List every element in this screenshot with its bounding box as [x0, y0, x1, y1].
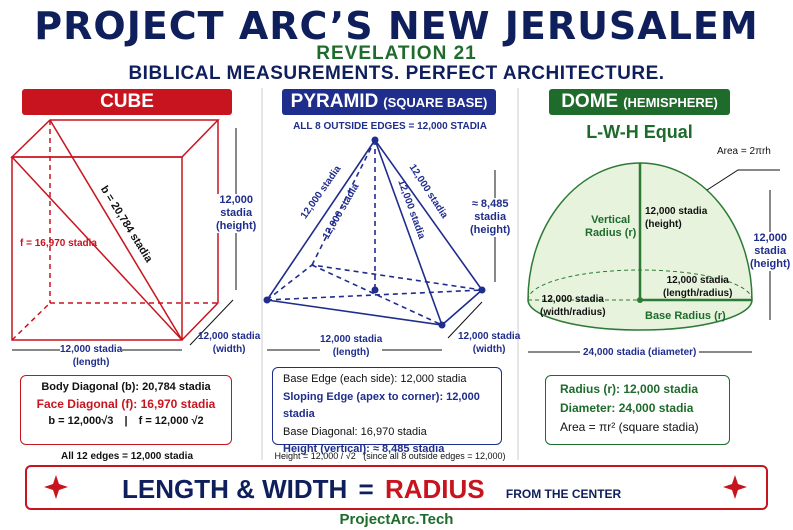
footer-lw: LENGTH & WIDTH	[122, 474, 348, 504]
cube-drawing	[10, 119, 220, 341]
cube-formula-sep: |	[124, 415, 128, 427]
cube-fact-face: Face Diagonal (f): 16,970 stadia	[36, 397, 216, 411]
cube-edges-note: All 12 edges = 12,000 stadia	[60, 451, 194, 462]
footer-stars	[44, 475, 747, 499]
dome-heading: DOME	[561, 91, 619, 112]
dome-fact-diameter: Diameter: 24,000 stadia	[560, 401, 694, 415]
cube-height-label: 12,000 stadia (height)	[216, 194, 257, 233]
dome-fact-radius: Radius (r): 12,000 stadia	[560, 382, 699, 396]
cube-length-label: 12,000 stadia (length)	[60, 343, 123, 369]
footer-radius: RADIUS	[384, 474, 485, 504]
dome-fact-area: Area = πr² (square stadia)	[560, 420, 699, 434]
pyramid-heading-small: (SQUARE BASE)	[383, 94, 488, 110]
dome-drawing	[527, 162, 780, 331]
pyramid-length-label: 12,000 stadia (length)	[320, 333, 383, 359]
cube-fact-body: Body Diagonal (b): 20,784 stadia	[41, 381, 211, 393]
pyramid-heading: PYRAMID	[290, 91, 379, 112]
pyramid-fact-1: Base Edge (each side): 12,000 stadia	[283, 373, 467, 385]
dome-diameter-label: 24,000 stadia (diameter)	[580, 346, 700, 359]
dome-inner-radius-label: 12,000 stadia (length/radius)	[663, 275, 733, 299]
pyramid-drawing	[266, 139, 483, 326]
pyramid-bottom-note: Height = 12,000 / √2 (since all 8 outsid…	[274, 451, 506, 461]
dome-banner: DOME(HEMISPHERE)	[549, 89, 730, 115]
dome-heading-small: (HEMISPHERE)	[623, 94, 718, 110]
pyramid-vertices	[263, 136, 486, 329]
dome-facts-box: Radius (r): 12,000 stadia Diameter: 24,0…	[545, 375, 730, 445]
footer-headline: LENGTH & WIDTH = RADIUS FROM THE CENTER	[122, 475, 621, 508]
pyramid-fact-3: Base Diagonal: 16,970 stadia	[283, 425, 427, 438]
footer-from: FROM THE CENTER	[505, 487, 622, 501]
page-tagline: BIBLICAL MEASUREMENTS. PERFECT ARCHITECT…	[128, 63, 665, 84]
cube-formulas: b = 12,000√3 | f = 12,000 √2	[27, 413, 225, 430]
pyramid-height-label: ≈ 8,485 stadia (height)	[470, 198, 511, 237]
pyramid-banner: PYRAMID(SQUARE BASE)	[282, 89, 496, 115]
dome-right-height-label: 12,000 stadia (height)	[750, 232, 791, 271]
pyramid-fact-4: Height (vertical): ≈ 8,485 stadia	[283, 443, 445, 455]
cube-facts-box: Body Diagonal (b): 20,784 stadia Face Di…	[20, 375, 232, 445]
cube-formula-f: f = 12,000 √2	[138, 415, 204, 427]
pyramid-facts-box: Base Edge (each side): 12,000 stadia Slo…	[272, 367, 502, 455]
cube-face-diagonal-label: f = 16,970 stadia	[20, 238, 97, 249]
dome-area-label: Area = 2πrh	[717, 146, 771, 157]
cube-banner: CUBE	[22, 89, 232, 115]
pyramid-fact-2: Sloping Edge (apex to corner): 12,000 st…	[283, 390, 480, 421]
dome-base-radius-label: Base Radius (r)	[645, 310, 726, 322]
dome-lwh-label: L-W-H Equal	[586, 122, 693, 142]
dome-left-width-label: 12,000 stadia (width/radius)	[540, 294, 606, 318]
dome-inner-height-label: 12,000 stadia (height)	[645, 206, 708, 230]
page-subtitle: REVELATION 21	[316, 43, 477, 64]
pyramid-top-note: ALL 8 OUTSIDE EDGES = 12,000 STADIA	[293, 121, 487, 132]
footer-site: ProjectArc.Tech	[339, 511, 454, 528]
cube-width-label: 12,000 stadia (width)	[198, 331, 261, 355]
footer-box: LENGTH & WIDTH = RADIUS FROM THE CENTER	[25, 465, 768, 510]
page-title: PROJECT ARC’S NEW JERUSALEM	[34, 4, 759, 48]
pyramid-width-label: 12,000 stadia (width)	[458, 331, 521, 355]
footer-eq: =	[358, 474, 374, 504]
dome-vertical-radius-label: Vertical Radius (r)	[585, 214, 637, 239]
cube-formula-b: b = 12,000√3	[48, 415, 114, 427]
cube-heading: CUBE	[100, 91, 154, 112]
